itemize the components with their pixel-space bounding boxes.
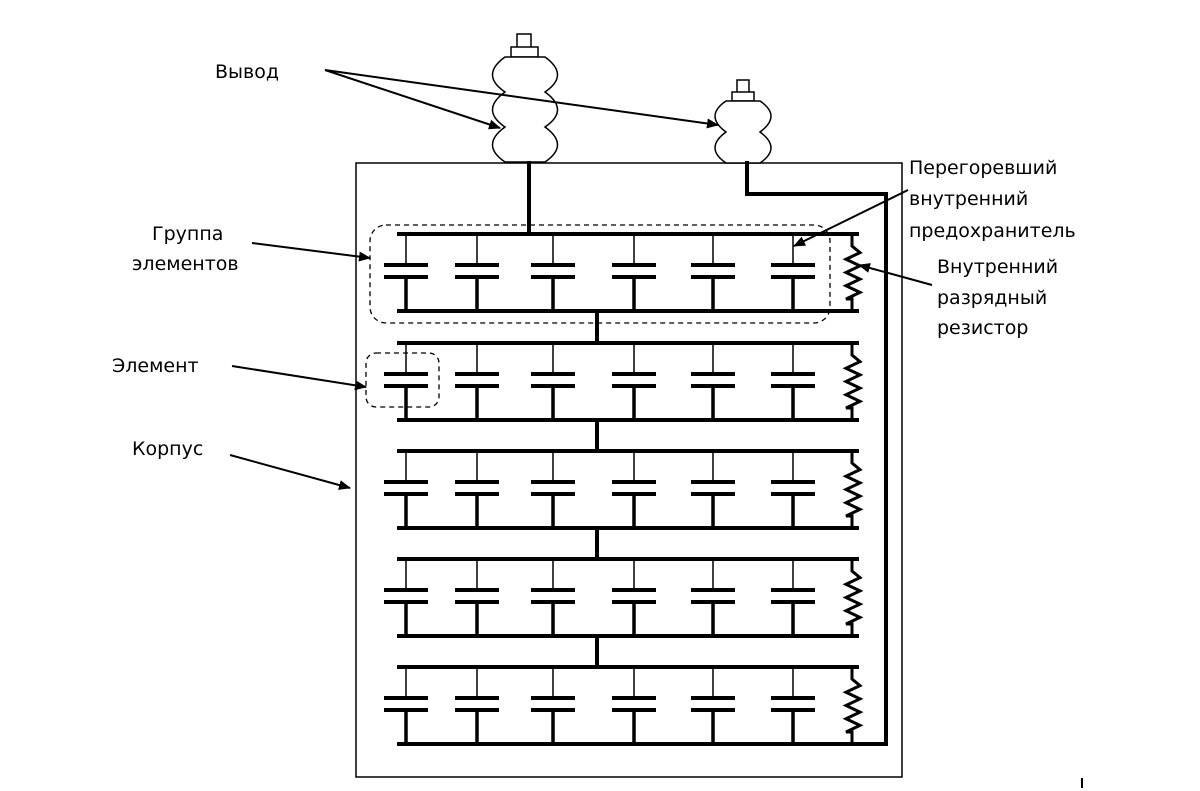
capacitor-element bbox=[384, 666, 428, 746]
arrow-group bbox=[251, 242, 371, 262]
label-fuse-line2: внутренний bbox=[909, 188, 1028, 210]
capacitor-element bbox=[455, 666, 499, 746]
label-fuse-line1: Перегоревший bbox=[909, 157, 1057, 179]
main-wiring bbox=[527, 161, 888, 746]
capacitor-element bbox=[612, 233, 656, 313]
capacitor-element bbox=[384, 342, 428, 422]
label-resistor-line1: Внутренний bbox=[937, 256, 1058, 278]
label-group-line1: Группа bbox=[152, 223, 223, 245]
element-highlight-box bbox=[365, 352, 440, 408]
capacitor-element bbox=[691, 233, 735, 313]
element-group bbox=[384, 232, 864, 345]
capacitor-element bbox=[612, 450, 656, 530]
arrow-terminal-left bbox=[324, 69, 501, 130]
element-groups bbox=[384, 232, 864, 746]
capacitor-element bbox=[612, 342, 656, 422]
label-resistor-line3: резистор bbox=[937, 317, 1028, 339]
capacitor-element bbox=[771, 558, 815, 638]
element-group bbox=[384, 341, 864, 453]
capacitor-element bbox=[531, 342, 575, 422]
label-fuse-line3: предохранитель bbox=[909, 220, 1076, 242]
label-group-line2: элементов bbox=[132, 253, 239, 275]
capacitor-element bbox=[771, 666, 815, 746]
capacitor-element bbox=[455, 233, 499, 313]
capacitor-element bbox=[455, 558, 499, 638]
capacitor-element bbox=[531, 558, 575, 638]
capacitor-element bbox=[691, 558, 735, 638]
capacitor-element bbox=[455, 342, 499, 422]
arrow-terminal-right bbox=[324, 69, 719, 129]
pointer-arrows bbox=[229, 69, 933, 490]
label-case: Корпус bbox=[132, 438, 203, 460]
label-terminal: Вывод bbox=[215, 61, 279, 83]
capacitor-element bbox=[771, 342, 815, 422]
arrow-fuse bbox=[793, 189, 909, 247]
arrow-element bbox=[231, 365, 367, 391]
arrow-resistor bbox=[858, 263, 933, 286]
capacitor-element bbox=[384, 558, 428, 638]
capacitor-element bbox=[384, 233, 428, 313]
capacitor-element bbox=[455, 450, 499, 530]
capacitor-element bbox=[531, 450, 575, 530]
discharge-resistor bbox=[842, 234, 864, 311]
discharge-resistor bbox=[842, 343, 864, 420]
arrow-case bbox=[229, 454, 351, 490]
capacitor-element bbox=[691, 666, 735, 746]
terminal-left bbox=[491, 33, 559, 163]
discharge-resistor bbox=[842, 451, 864, 528]
capacitor-element bbox=[771, 233, 815, 313]
capacitor-element bbox=[771, 450, 815, 530]
label-resistor-line2: разрядный bbox=[937, 287, 1047, 309]
capacitor-element bbox=[612, 666, 656, 746]
capacitor-element bbox=[531, 233, 575, 313]
element-group bbox=[384, 665, 864, 746]
element-group bbox=[384, 449, 864, 561]
discharge-resistor bbox=[842, 559, 864, 636]
label-element: Элемент bbox=[112, 355, 199, 377]
discharge-resistor bbox=[842, 667, 864, 744]
capacitor-element bbox=[384, 450, 428, 530]
capacitor-element bbox=[612, 558, 656, 638]
capacitor-element bbox=[691, 450, 735, 530]
case-outline bbox=[355, 162, 903, 778]
capacitor-element bbox=[691, 342, 735, 422]
terminal-right bbox=[714, 79, 772, 164]
element-group bbox=[384, 557, 864, 669]
capacitor-element bbox=[531, 666, 575, 746]
group-highlight-box bbox=[369, 224, 831, 324]
